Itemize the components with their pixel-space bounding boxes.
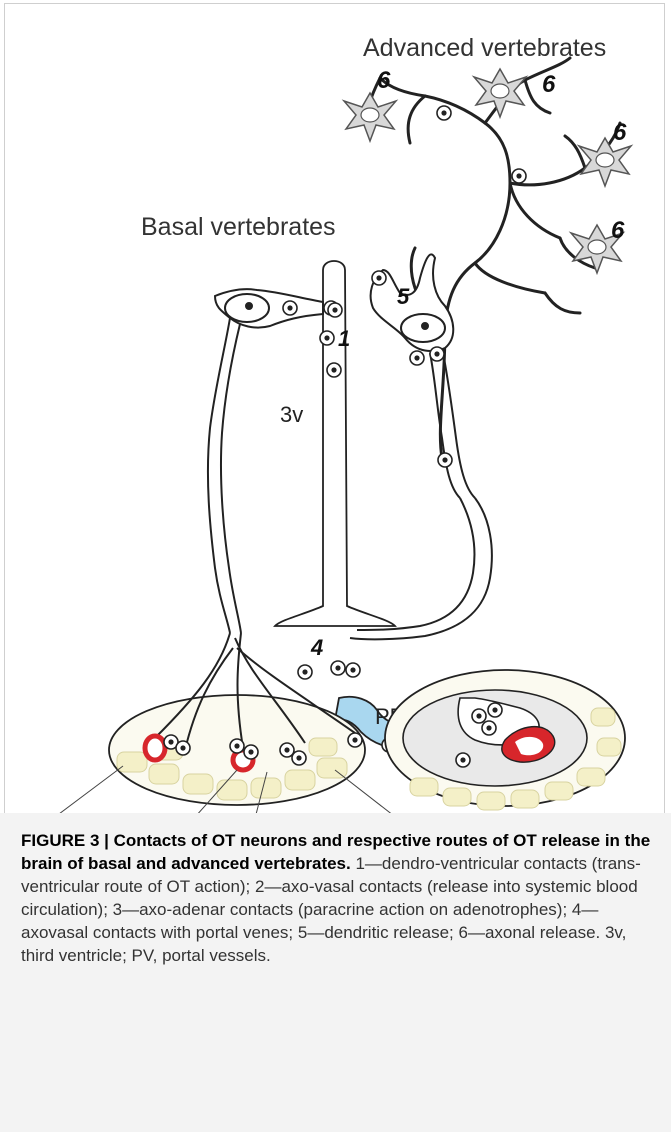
figure-illustration: Advanced vertebrates Basal vertebrates [5,8,665,823]
label-6-c: 6 [613,119,627,146]
label-3v: 3v [280,402,303,427]
axon-terminals [437,106,526,183]
caption-text: FIGURE 3 | Contacts of OT neurons and re… [21,829,651,967]
label-5: 5 [397,284,410,309]
label-6-d: 6 [611,217,625,244]
label-6-a: 6 [377,67,391,94]
portal-axon-2 [357,498,474,630]
glial-cells [344,69,631,273]
basal-neuron [208,289,323,633]
basal-vertebrates-label: Basal vertebrates [141,213,336,241]
label-4: 4 [310,635,323,660]
advanced-neuron [371,254,475,498]
posterior-lobe-advanced [385,670,625,810]
posterior-lobe-basal [109,633,365,805]
label-6-b: 6 [542,71,556,98]
figure-caption: FIGURE 3 | Contacts of OT neurons and re… [0,813,671,1132]
neuron-diagram: Advanced vertebrates Basal vertebrates [5,8,665,823]
portal-vesicles [298,661,360,679]
label-1: 1 [338,326,350,351]
